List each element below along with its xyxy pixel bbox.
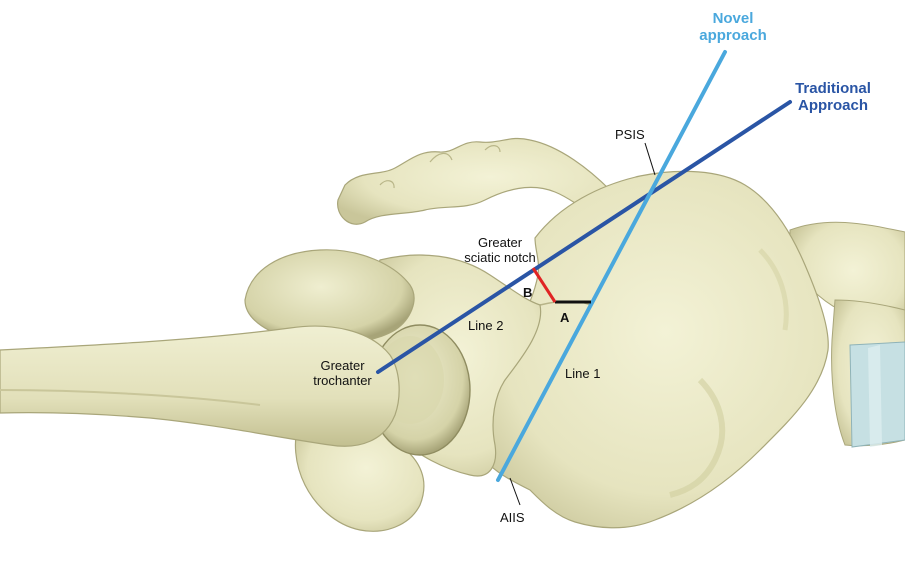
- aiis-label: AIIS: [500, 510, 525, 525]
- greater-sciatic-notch-label: Greater sciatic notch: [450, 235, 550, 265]
- psis-label: PSIS: [615, 127, 645, 142]
- trochanter-line1: Greater: [300, 358, 385, 373]
- line2-label: Line 2: [468, 318, 503, 333]
- greater-trochanter-label: Greater trochanter: [300, 358, 385, 388]
- novel-approach-label: Novel approach: [693, 10, 773, 44]
- novel-approach-line2: approach: [693, 27, 773, 44]
- line1-label: Line 1: [565, 366, 600, 381]
- traditional-approach-label: Traditional Approach: [778, 80, 888, 114]
- psis-leader: [645, 143, 655, 175]
- traditional-approach-line1: Traditional: [778, 80, 888, 97]
- novel-approach-line1: Novel: [693, 10, 773, 27]
- trochanter-line2: trochanter: [300, 373, 385, 388]
- measure-b-label: B: [523, 285, 532, 300]
- traditional-approach-line2: Approach: [778, 97, 888, 114]
- sciatic-notch-line2: sciatic notch: [450, 250, 550, 265]
- sciatic-notch-line1: Greater: [450, 235, 550, 250]
- measure-a-label: A: [560, 310, 569, 325]
